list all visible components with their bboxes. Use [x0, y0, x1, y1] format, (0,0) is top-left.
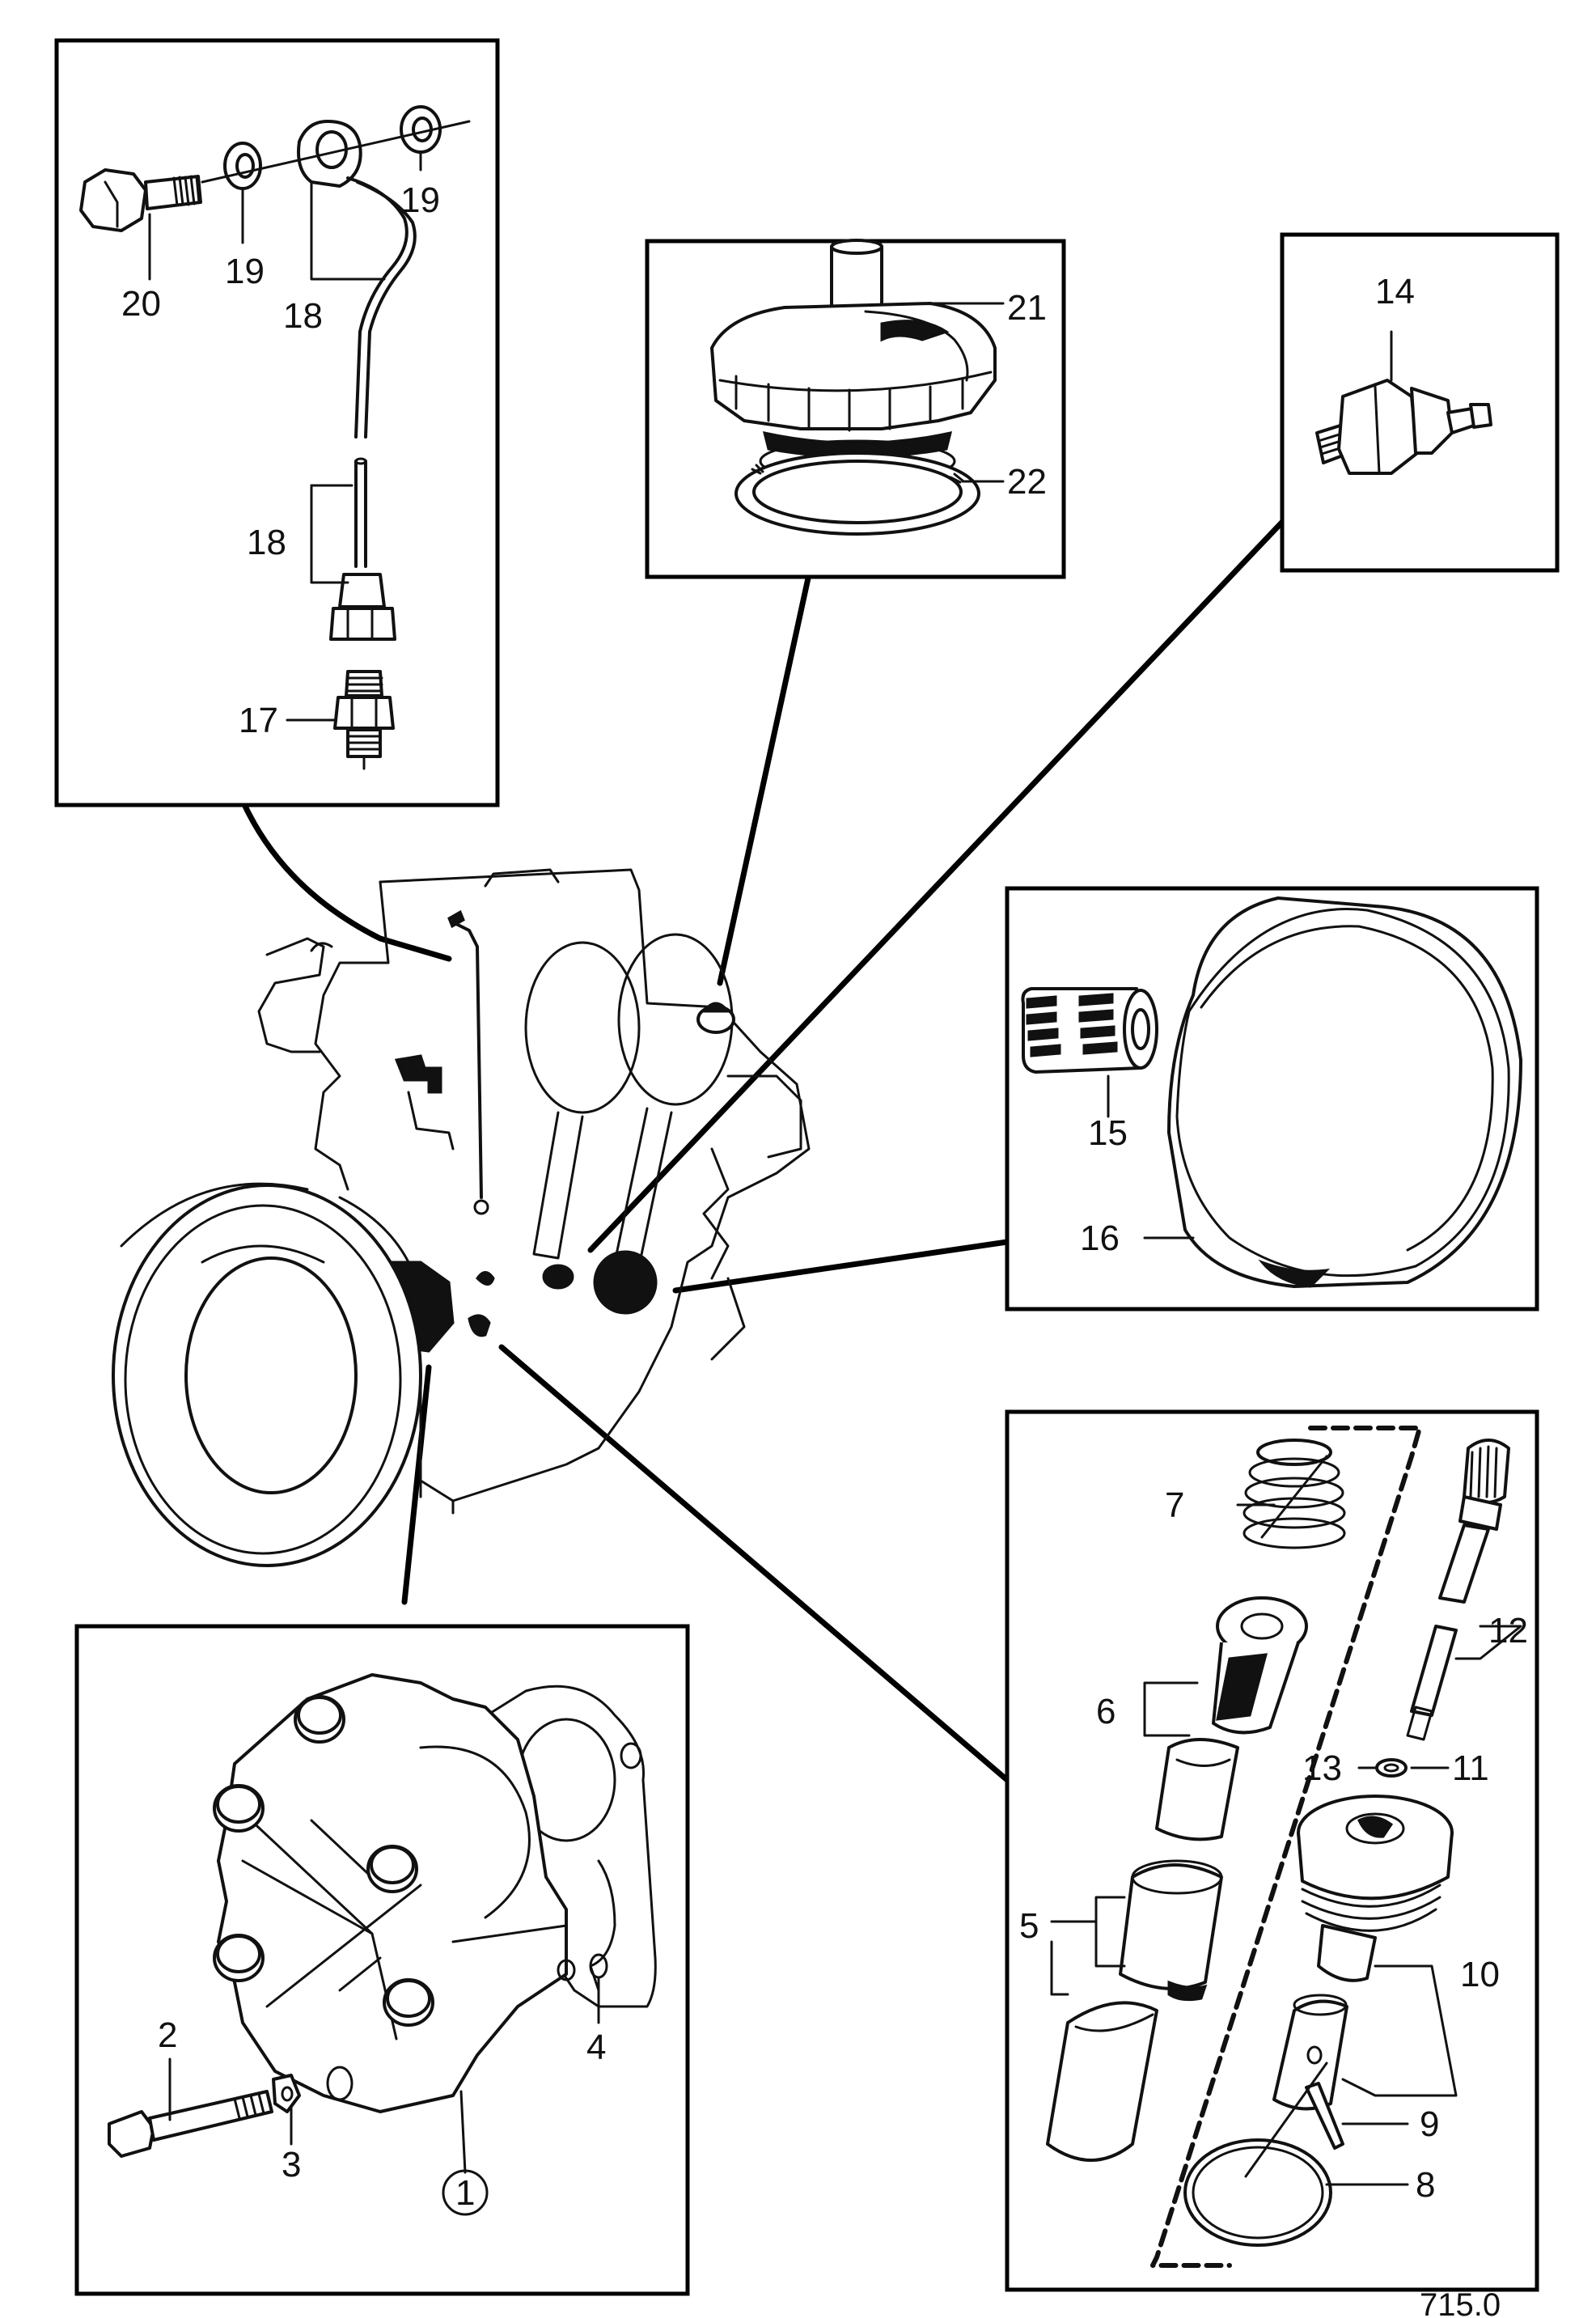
label-7: 7	[1165, 1485, 1184, 1525]
panel-filler-cap	[645, 239, 1066, 579]
label-17: 17	[239, 701, 278, 740]
label-12: 12	[1488, 1611, 1528, 1651]
label-19a: 19	[225, 252, 265, 291]
label-8: 8	[1416, 2165, 1435, 2205]
label-1: 1	[455, 2173, 475, 2213]
panel-relief-valve	[1005, 1409, 1539, 2292]
label-2: 2	[158, 2015, 177, 2055]
label-22: 22	[1007, 462, 1047, 502]
label-18a: 18	[283, 296, 323, 336]
label-21: 21	[1007, 288, 1047, 328]
label-19b: 19	[400, 180, 440, 220]
label-6: 6	[1096, 1692, 1116, 1731]
engine-block	[112, 868, 811, 1567]
label-11: 11	[1452, 1748, 1489, 1788]
panel-oil-filter	[1005, 886, 1539, 1312]
part-labels: 20 19 19 18 18 17 21 22 14 15 16 2 3 4 1…	[121, 180, 1528, 2318]
label-13: 13	[1302, 1748, 1342, 1788]
label-3: 3	[282, 2145, 301, 2185]
label-14: 14	[1375, 272, 1415, 311]
panel-oil-pressure-switch	[1280, 232, 1560, 573]
label-9: 9	[1420, 2104, 1439, 2144]
label-18b: 18	[247, 523, 286, 562]
reference-number: 715.0	[1420, 2287, 1501, 2318]
label-15: 15	[1088, 1113, 1128, 1153]
panel-oil-pipe	[54, 38, 500, 807]
label-10: 10	[1460, 1955, 1500, 1994]
leader-lines	[239, 515, 1289, 1783]
panel-oil-pump	[74, 1624, 690, 2296]
label-4: 4	[586, 2028, 606, 2067]
label-20: 20	[121, 284, 161, 324]
label-16: 16	[1080, 1218, 1120, 1258]
label-5: 5	[1019, 1906, 1039, 1946]
